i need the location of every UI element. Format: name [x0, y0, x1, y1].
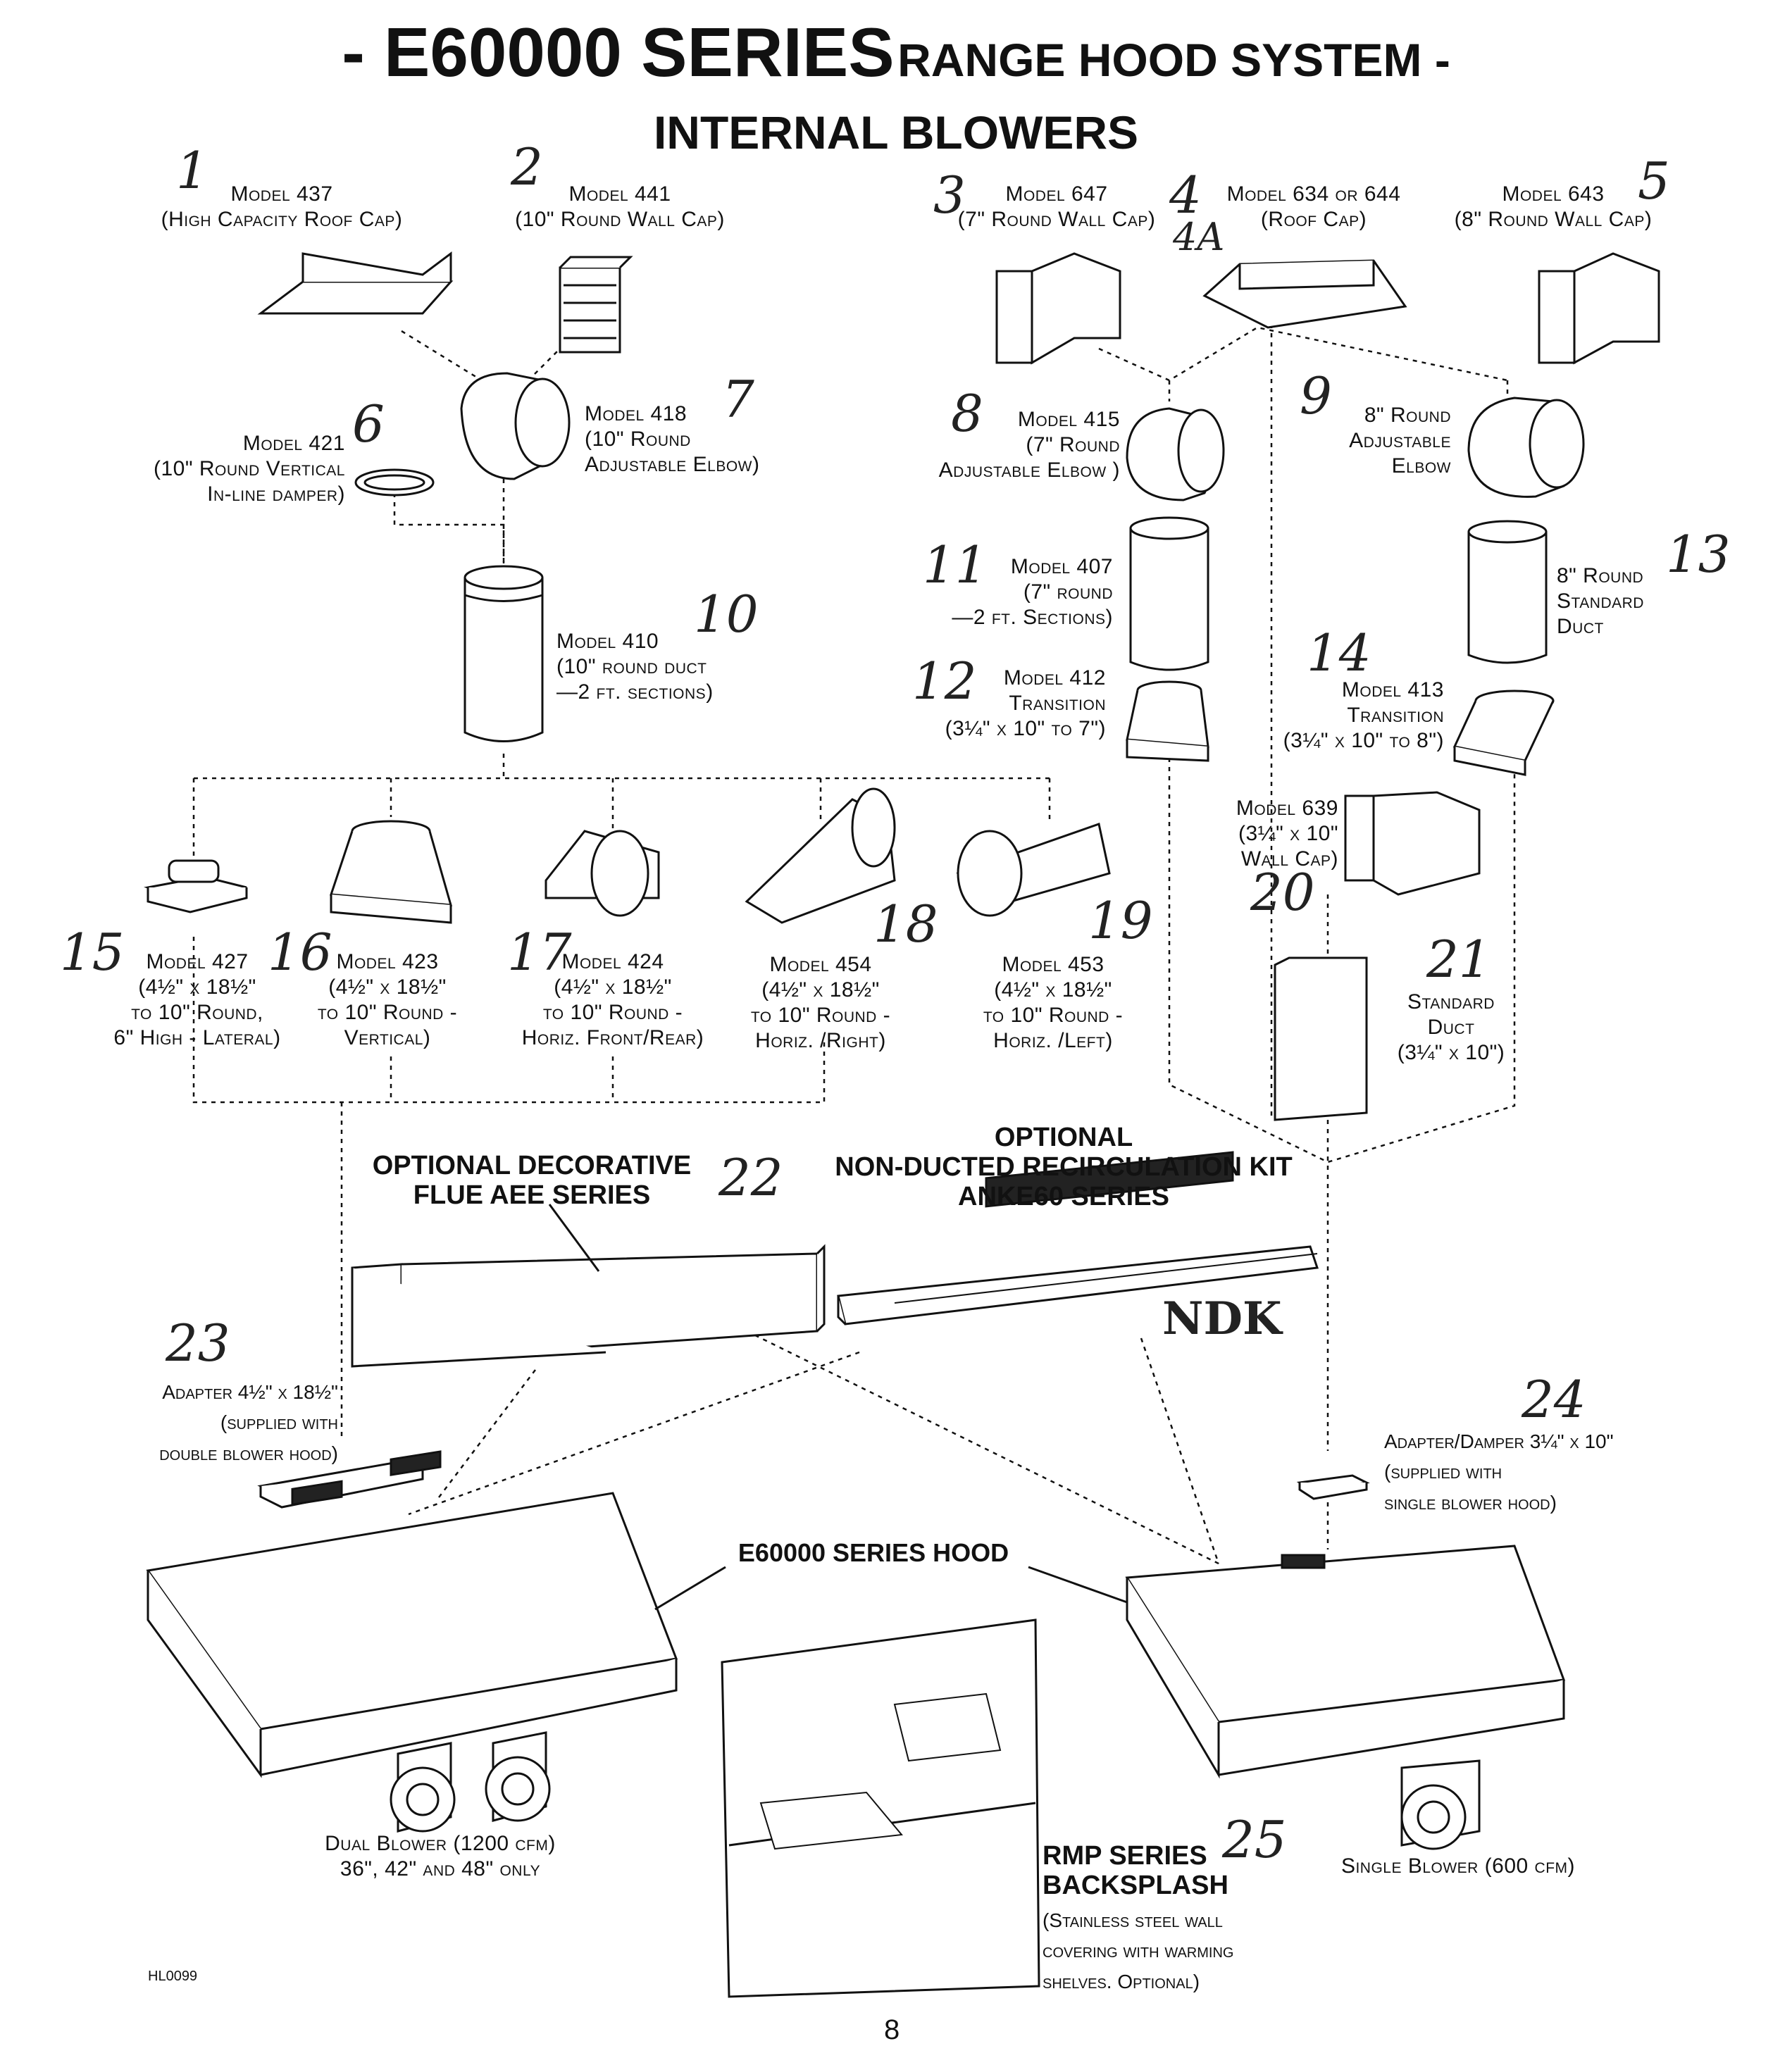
transition-427 [144, 859, 248, 913]
callout-number: 7 [722, 370, 754, 429]
dual-blower [390, 1731, 551, 1833]
wall-cap-441 [559, 256, 633, 354]
callout-number: 15 [60, 923, 125, 982]
callout-number: 2 [511, 137, 543, 197]
hood-label: E60000 SERIES HOOD [738, 1538, 1009, 1567]
callout-number: 1 [176, 141, 209, 200]
duct-8in [1467, 520, 1548, 664]
backsplash-panel [721, 1618, 1040, 1998]
standard-duct-21 [1274, 956, 1368, 1121]
damper-421 [354, 468, 435, 497]
callout-number: 13 [1666, 525, 1731, 584]
wall-cap-647 [995, 252, 1121, 365]
ndk-mark: NDK [1162, 1292, 1282, 1345]
label-model-427: Model 427(4½" x 18½"to 10" Round,6" High… [113, 950, 281, 1049]
label-model-647: Model 647(7" Round Wall Cap) [957, 182, 1156, 231]
transition-412 [1126, 680, 1209, 762]
callout-number: 21 [1426, 930, 1491, 989]
callout-number: 19 [1088, 891, 1153, 950]
wall-cap-643 [1538, 252, 1660, 365]
label-model-410: Model 410(10" round duct—2 ft. sections) [556, 630, 714, 704]
callout-number: 14 [1307, 623, 1371, 682]
callout-number: 10 [694, 585, 759, 644]
label-model-407: Model 407(7" round—2 ft. Sections) [952, 555, 1113, 629]
dual-hood [146, 1450, 678, 1778]
single-hood [1125, 1545, 1566, 1779]
transition-424 [545, 830, 660, 917]
roof-cap-437 [257, 251, 454, 315]
connector-lines [192, 324, 1516, 1565]
label-model-639: Model 639(3¼" x 10"Wall Cap) [1236, 797, 1338, 871]
label-model-437: Model 437(High Capacity Roof Cap) [161, 182, 403, 231]
decorative-flue [351, 1244, 826, 1368]
label-model-424: Model 424(4½" x 18½"to 10" Round -Horiz.… [521, 950, 704, 1049]
page-title: - E60000 SERIES RANGE HOOD SYSTEM - [342, 13, 1450, 91]
hood-leader-right [1028, 1566, 1128, 1604]
label-model-634: Model 634 or 644(Roof Cap) [1226, 182, 1401, 231]
callout-number: 23 [166, 1314, 230, 1373]
label-model-453: Model 453(4½" x 18½"to 10" Round -Horiz.… [983, 953, 1124, 1052]
hood-leader-left [654, 1566, 726, 1611]
label-model-441: Model 441(10" Round Wall Cap) [515, 182, 725, 231]
callout-number: 9 [1300, 366, 1332, 425]
callout-number: 17 [507, 923, 572, 982]
transition-453 [956, 823, 1111, 917]
callout-number: 22 [718, 1148, 783, 1207]
callout-number: 25 [1222, 1810, 1287, 1869]
callout-number: 20 [1250, 863, 1315, 922]
dual-blower-label: Dual Blower (1200 cfm)36", 42" and 48" o… [325, 1832, 556, 1880]
single-blower [1400, 1759, 1481, 1850]
callout-number: 4 [1169, 166, 1202, 225]
label-model-423: Model 423(4½" x 18½"to 10" Round -Vertic… [317, 950, 458, 1049]
wall-cap-639 [1344, 791, 1481, 896]
flue-leader [548, 1204, 600, 1272]
transition-413 [1452, 690, 1555, 776]
callout-number: 3 [933, 166, 966, 225]
adapter-24 [1296, 1474, 1370, 1500]
callout-number: 16 [268, 923, 332, 982]
duct-410 [463, 565, 544, 742]
elbow-415 [1126, 407, 1225, 501]
label-model-643: Model 643(8" Round Wall Cap) [1454, 182, 1653, 231]
roof-cap-634 [1202, 259, 1407, 329]
drawing-code: HL0099 [148, 1969, 198, 1984]
callout-number: 8 [951, 384, 983, 443]
callout-number: 12 [912, 651, 977, 711]
callout-number: 6 [352, 394, 385, 454]
page-subtitle: INTERNAL BLOWERS [653, 106, 1139, 158]
page-number: 8 [884, 2014, 900, 2045]
label-model-454: Model 454(4½" x 18½"to 10" Round -Horiz.… [750, 953, 891, 1052]
transition-454 [745, 787, 896, 924]
transition-423 [329, 820, 453, 924]
duct-407 [1129, 516, 1209, 671]
single-blower-label: Single Blower (600 cfm) [1340, 1854, 1576, 1878]
callout-number: 11 [923, 535, 988, 594]
callout-number: 24 [1522, 1370, 1586, 1429]
elbow-8in [1467, 397, 1585, 498]
callout-number: 18 [873, 894, 938, 954]
elbow-418 [460, 372, 571, 480]
callout-number: 4A [1173, 215, 1225, 259]
recirculation-kit [837, 1151, 1319, 1325]
callout-number: 5 [1638, 151, 1670, 211]
